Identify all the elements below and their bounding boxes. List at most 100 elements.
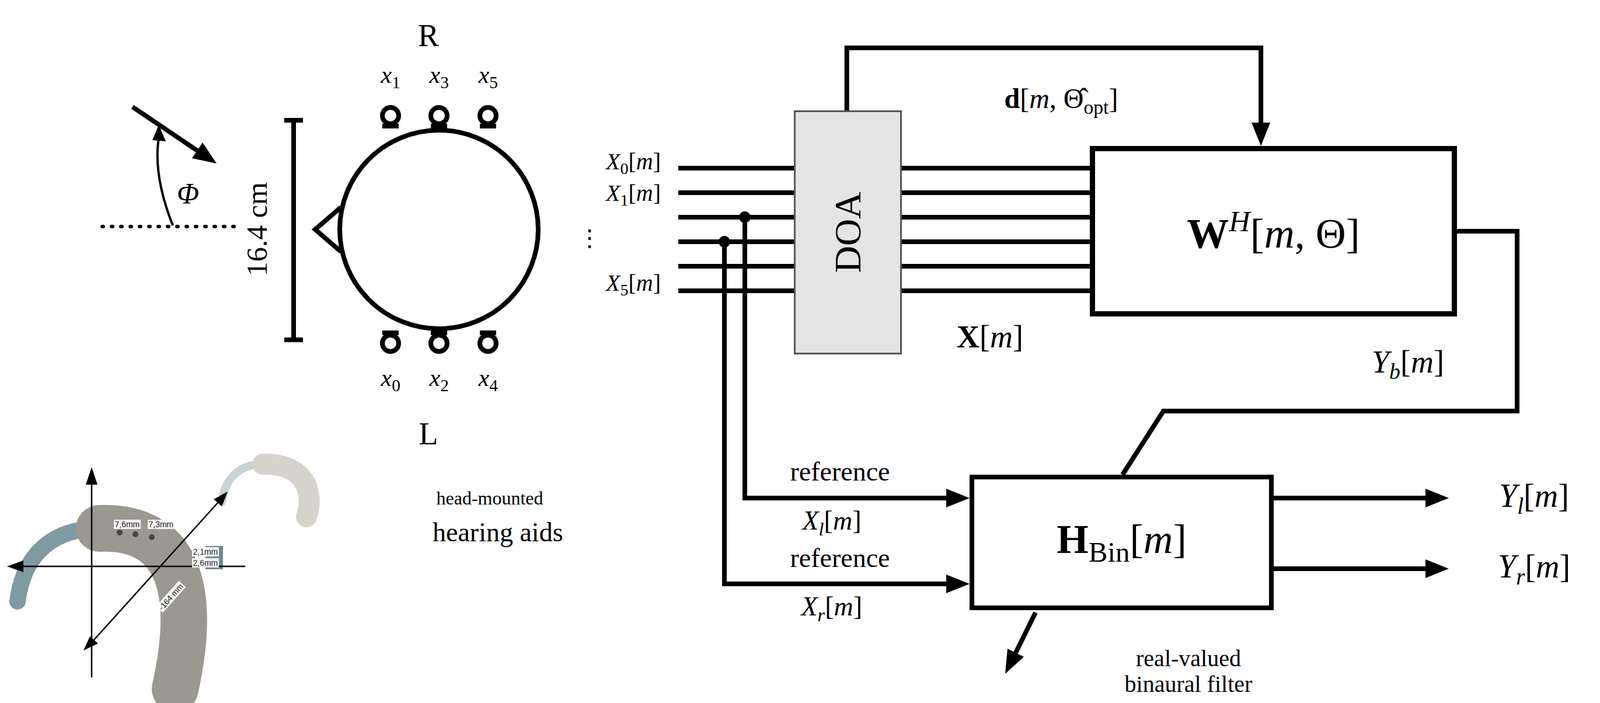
mic-label: x0 bbox=[381, 363, 401, 396]
math-part: 0 bbox=[619, 159, 629, 178]
output-wire bbox=[1273, 566, 1428, 571]
arrow-head bbox=[946, 574, 970, 594]
math-part: m bbox=[990, 319, 1013, 355]
mic-stand bbox=[382, 330, 399, 336]
process-box: WH[m, Θ] bbox=[1089, 145, 1457, 317]
math-part: x bbox=[478, 61, 490, 89]
math-part: m bbox=[832, 505, 853, 536]
connector-line bbox=[901, 239, 1090, 244]
angle-arc bbox=[157, 137, 173, 226]
output-label: Yr[m] bbox=[1497, 547, 1571, 590]
photo-dimension: -164 mm bbox=[155, 580, 186, 613]
aid-mic bbox=[116, 529, 123, 536]
math-part: m bbox=[833, 591, 853, 622]
signal-label: Xr[m] bbox=[801, 591, 863, 626]
box-text: HBin[m] bbox=[1056, 516, 1187, 569]
dimension-label: 16.4 cm bbox=[239, 182, 274, 277]
head-sketch bbox=[102, 106, 539, 352]
edge-label: Yb[m] bbox=[1371, 343, 1445, 385]
arrow-head bbox=[7, 560, 24, 573]
math-part: m bbox=[636, 148, 654, 175]
leader-arrow bbox=[1015, 612, 1036, 653]
mic-label: x2 bbox=[429, 363, 449, 396]
math-part: Φ bbox=[176, 176, 200, 210]
mic-symbol bbox=[479, 335, 497, 352]
math-part: 0 bbox=[391, 375, 401, 395]
math-part: x bbox=[429, 61, 441, 89]
math-part: X bbox=[802, 505, 819, 536]
signal-wire bbox=[678, 239, 796, 244]
microphones bbox=[382, 107, 497, 352]
box-text: WH[m, Θ] bbox=[1186, 204, 1360, 259]
math-part: m bbox=[1143, 516, 1174, 562]
signal-label: X1[m] bbox=[605, 179, 661, 211]
junction-dot bbox=[718, 235, 731, 248]
math-part: r bbox=[817, 603, 826, 625]
math-part: l bbox=[1517, 493, 1524, 519]
math-part: Y bbox=[1371, 344, 1390, 380]
math-part: 2 bbox=[440, 375, 449, 395]
mic-symbol bbox=[382, 107, 399, 124]
aid-mic bbox=[148, 534, 155, 540]
arrow-head bbox=[213, 491, 228, 507]
mic-stand bbox=[479, 330, 497, 336]
math-part: r bbox=[1515, 563, 1525, 589]
connector-line bbox=[901, 190, 1090, 195]
caption-text: hearing aids bbox=[432, 517, 564, 549]
math-part: l bbox=[818, 517, 825, 539]
signal-label: Xl[m] bbox=[802, 505, 862, 540]
math-part: X bbox=[956, 319, 980, 355]
math-part: m bbox=[1534, 477, 1558, 514]
aid-body bbox=[262, 464, 310, 517]
math-part: X bbox=[605, 269, 620, 296]
arrow-head bbox=[1425, 488, 1449, 508]
dimension-tick bbox=[284, 117, 303, 123]
arrow-head bbox=[192, 142, 217, 164]
math-part: x bbox=[381, 364, 393, 392]
math-part: 1 bbox=[619, 190, 629, 209]
hearing-aid-photo bbox=[7, 464, 310, 689]
math-part: 5 bbox=[619, 280, 629, 299]
output-wire bbox=[1273, 495, 1428, 501]
math-part: 1 bbox=[391, 72, 401, 92]
signal-wire bbox=[678, 165, 796, 171]
arrow-head bbox=[1251, 122, 1271, 146]
math-part: X bbox=[605, 148, 620, 175]
mic-stand bbox=[430, 123, 448, 129]
math-part: W bbox=[1186, 209, 1229, 257]
connector-line bbox=[901, 263, 1090, 269]
reference-label: reference bbox=[790, 542, 891, 574]
photo-dimension: 2,6mm bbox=[192, 558, 220, 568]
mic-stand bbox=[382, 123, 399, 129]
math-part: m bbox=[1029, 82, 1050, 114]
caption-text: head-mounted bbox=[436, 487, 544, 510]
signal-wire bbox=[678, 190, 796, 195]
photo-dimension: 7,3mm bbox=[147, 519, 176, 529]
connector-line bbox=[901, 165, 1090, 171]
filter-note: real-valued binaural filter bbox=[1100, 645, 1277, 697]
arrow-head bbox=[152, 124, 166, 142]
photo-dimension: 7,6mm bbox=[113, 519, 142, 529]
mic-label: x5 bbox=[478, 60, 498, 93]
math-part: m bbox=[636, 179, 654, 207]
math-part: H bbox=[1228, 204, 1250, 238]
dimension-tick bbox=[284, 337, 303, 343]
side-label: R bbox=[417, 17, 439, 54]
head-circle bbox=[339, 130, 539, 329]
signal-label: X5[m] bbox=[605, 269, 661, 301]
mic-symbol bbox=[382, 335, 399, 352]
signal-wire bbox=[678, 288, 796, 294]
math-part: X bbox=[801, 591, 818, 622]
math-part: m bbox=[1264, 209, 1295, 257]
arrow-head bbox=[946, 488, 970, 508]
reference-line bbox=[102, 224, 235, 229]
connector bbox=[901, 168, 1090, 291]
math-part: 5 bbox=[489, 72, 498, 92]
process-box: HBin[m] bbox=[969, 474, 1274, 610]
arrow-head bbox=[85, 466, 98, 485]
edge-label: d[m, Θ̂opt] bbox=[1004, 82, 1119, 120]
mic-label: x3 bbox=[429, 60, 449, 93]
math-part: x bbox=[478, 364, 490, 392]
dimension-bar bbox=[291, 120, 296, 340]
